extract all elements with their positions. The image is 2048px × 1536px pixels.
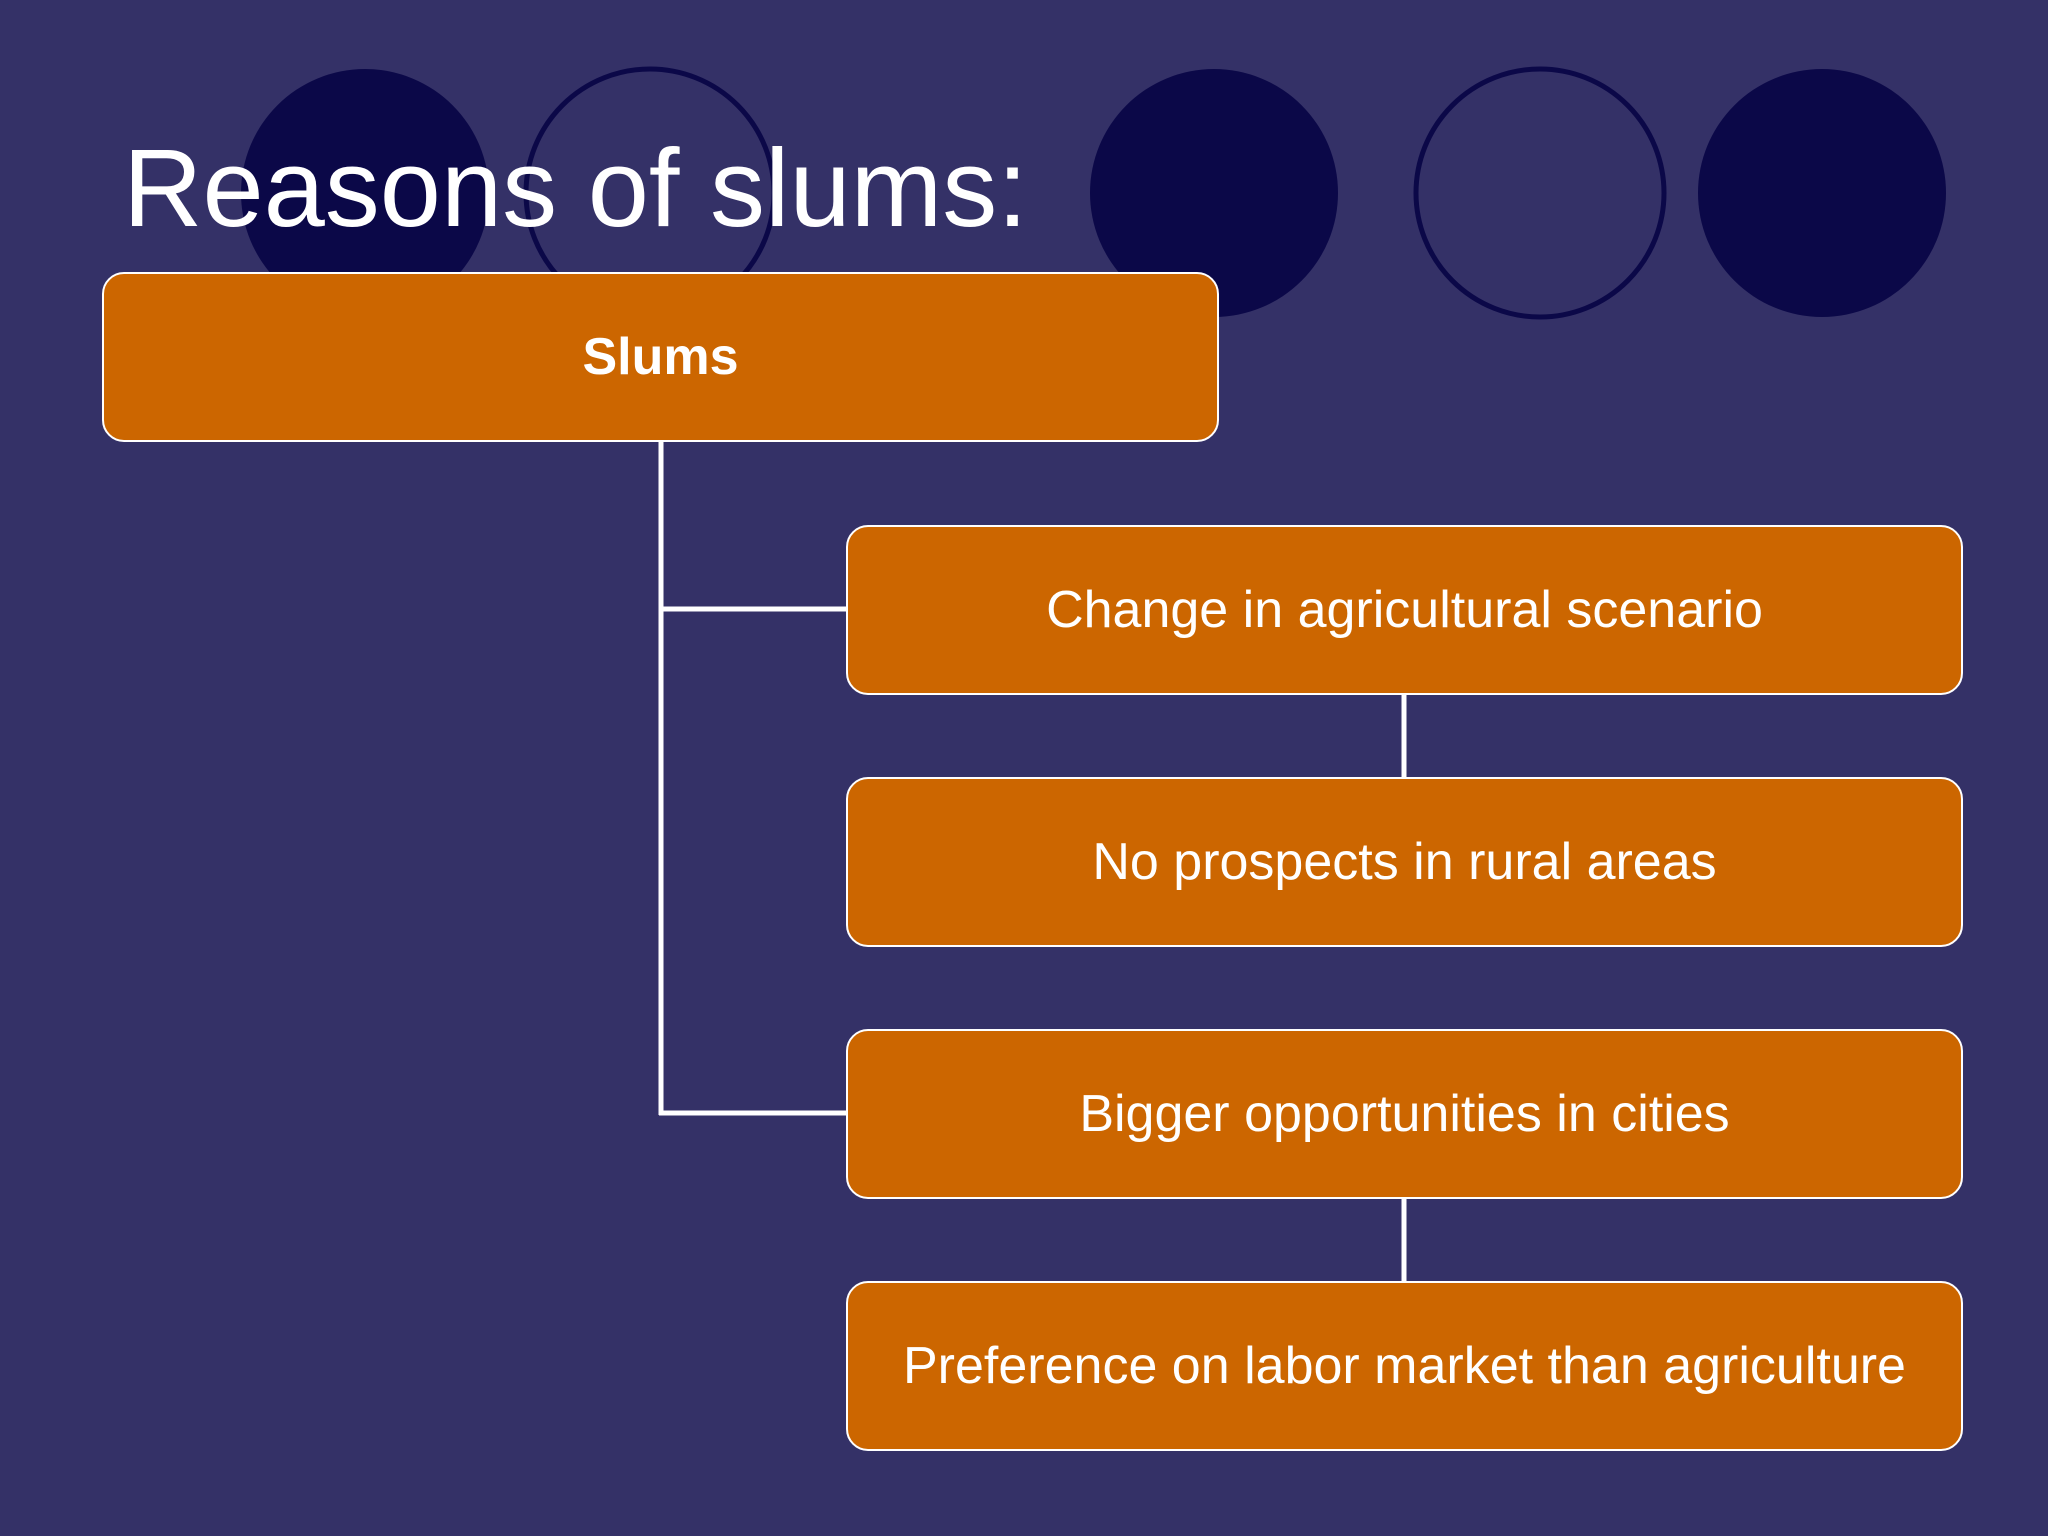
node-label: Bigger opportunities in cities (1079, 1085, 1730, 1143)
root-node-label: Slums (582, 328, 739, 386)
filled-circle-3 (1698, 69, 1946, 317)
node-label: Change in agricultural scenario (1046, 581, 1763, 639)
slide-title: Reasons of slums: (123, 127, 1028, 250)
node-rural-prospects: No prospects in rural areas (846, 777, 1963, 947)
node-label: Preference on labor market than agricult… (903, 1337, 1906, 1395)
filled-circle-2 (1090, 69, 1338, 317)
outline-circle-2 (1413, 66, 1667, 320)
root-node-slums: Slums (102, 272, 1219, 442)
node-city-opportunities: Bigger opportunities in cities (846, 1029, 1963, 1199)
node-agricultural-change: Change in agricultural scenario (846, 525, 1963, 695)
filled-circle-1 (241, 69, 489, 317)
node-labor-preference: Preference on labor market than agricult… (846, 1281, 1963, 1451)
node-label: No prospects in rural areas (1092, 833, 1717, 891)
